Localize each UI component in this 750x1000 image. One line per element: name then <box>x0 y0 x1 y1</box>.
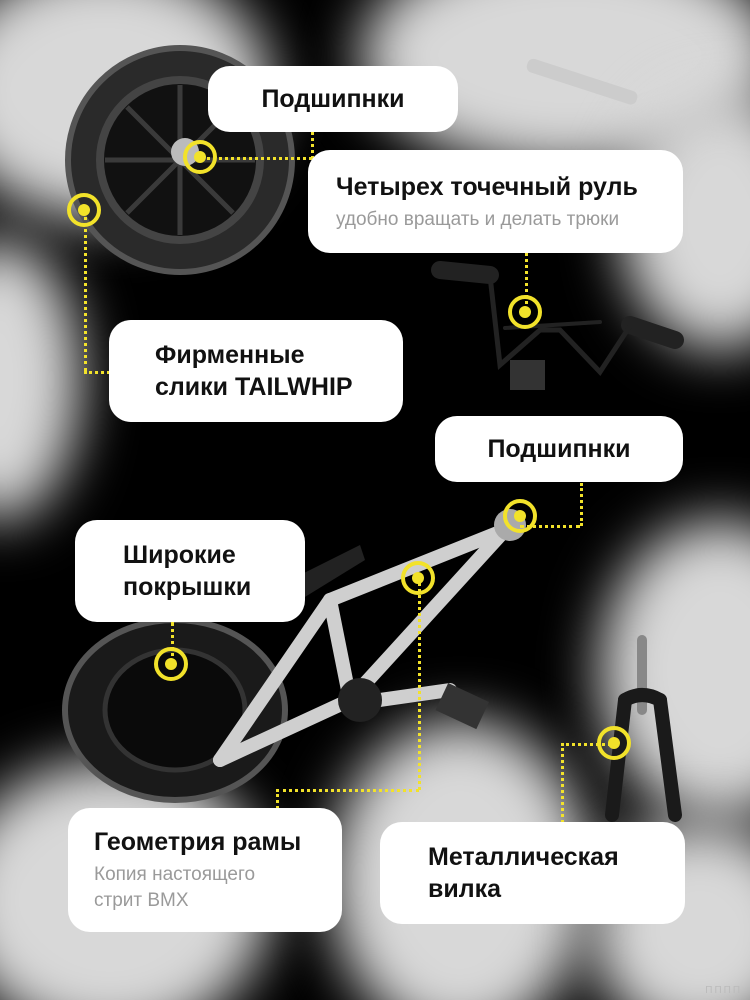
label-title: Металлическая вилка <box>428 843 619 903</box>
label-subtitle: удобно вращать и делать трюки <box>336 208 620 230</box>
connector-line <box>200 157 320 160</box>
connector-line <box>84 210 87 372</box>
label-slicks: Фирменные слики TAILWHIP <box>109 320 403 422</box>
connector-line <box>276 789 419 792</box>
connector-line <box>311 132 314 159</box>
label-tires: Широкие покрышки <box>75 520 305 622</box>
label-title: Широкие покрышки <box>123 541 252 601</box>
label-fork: Металлическая вилка <box>380 822 685 924</box>
marker-dot <box>508 295 542 329</box>
label-subtitle: Копия настоящего стрит BMX <box>94 864 256 911</box>
marker-dot <box>401 561 435 595</box>
connector-line <box>580 483 583 526</box>
label-bearings-top: Подшипнки <box>208 66 458 132</box>
label-title: Подшипнки <box>261 85 405 113</box>
label-title: Подшипнки <box>487 435 631 463</box>
marker-dot <box>597 726 631 760</box>
axle-image <box>526 58 638 105</box>
connector-line <box>561 743 564 823</box>
label-bearings-mid: Подшипнки <box>435 416 683 482</box>
connector-line <box>520 525 580 528</box>
connector-line <box>84 371 110 374</box>
label-title: Геометрия рамы <box>94 828 302 856</box>
marker-dot <box>67 193 101 227</box>
marker-dot <box>503 499 537 533</box>
watermark: ПППП <box>705 985 742 996</box>
label-frame: Геометрия рамы Копия настоящего стрит BM… <box>68 808 342 932</box>
connector-line <box>525 252 528 312</box>
marker-dot <box>154 647 188 681</box>
label-title: Фирменные слики TAILWHIP <box>155 341 353 401</box>
label-title: Четырех точечный руль <box>336 172 638 201</box>
connector-line <box>276 789 279 809</box>
connector-line <box>561 743 616 746</box>
marker-dot <box>183 140 217 174</box>
connector-line <box>171 622 174 664</box>
label-handlebar: Четырех точечный руль удобно вращать и д… <box>308 150 683 253</box>
handlebar-image <box>431 261 684 390</box>
connector-line <box>418 578 421 790</box>
fork-image <box>605 635 682 822</box>
